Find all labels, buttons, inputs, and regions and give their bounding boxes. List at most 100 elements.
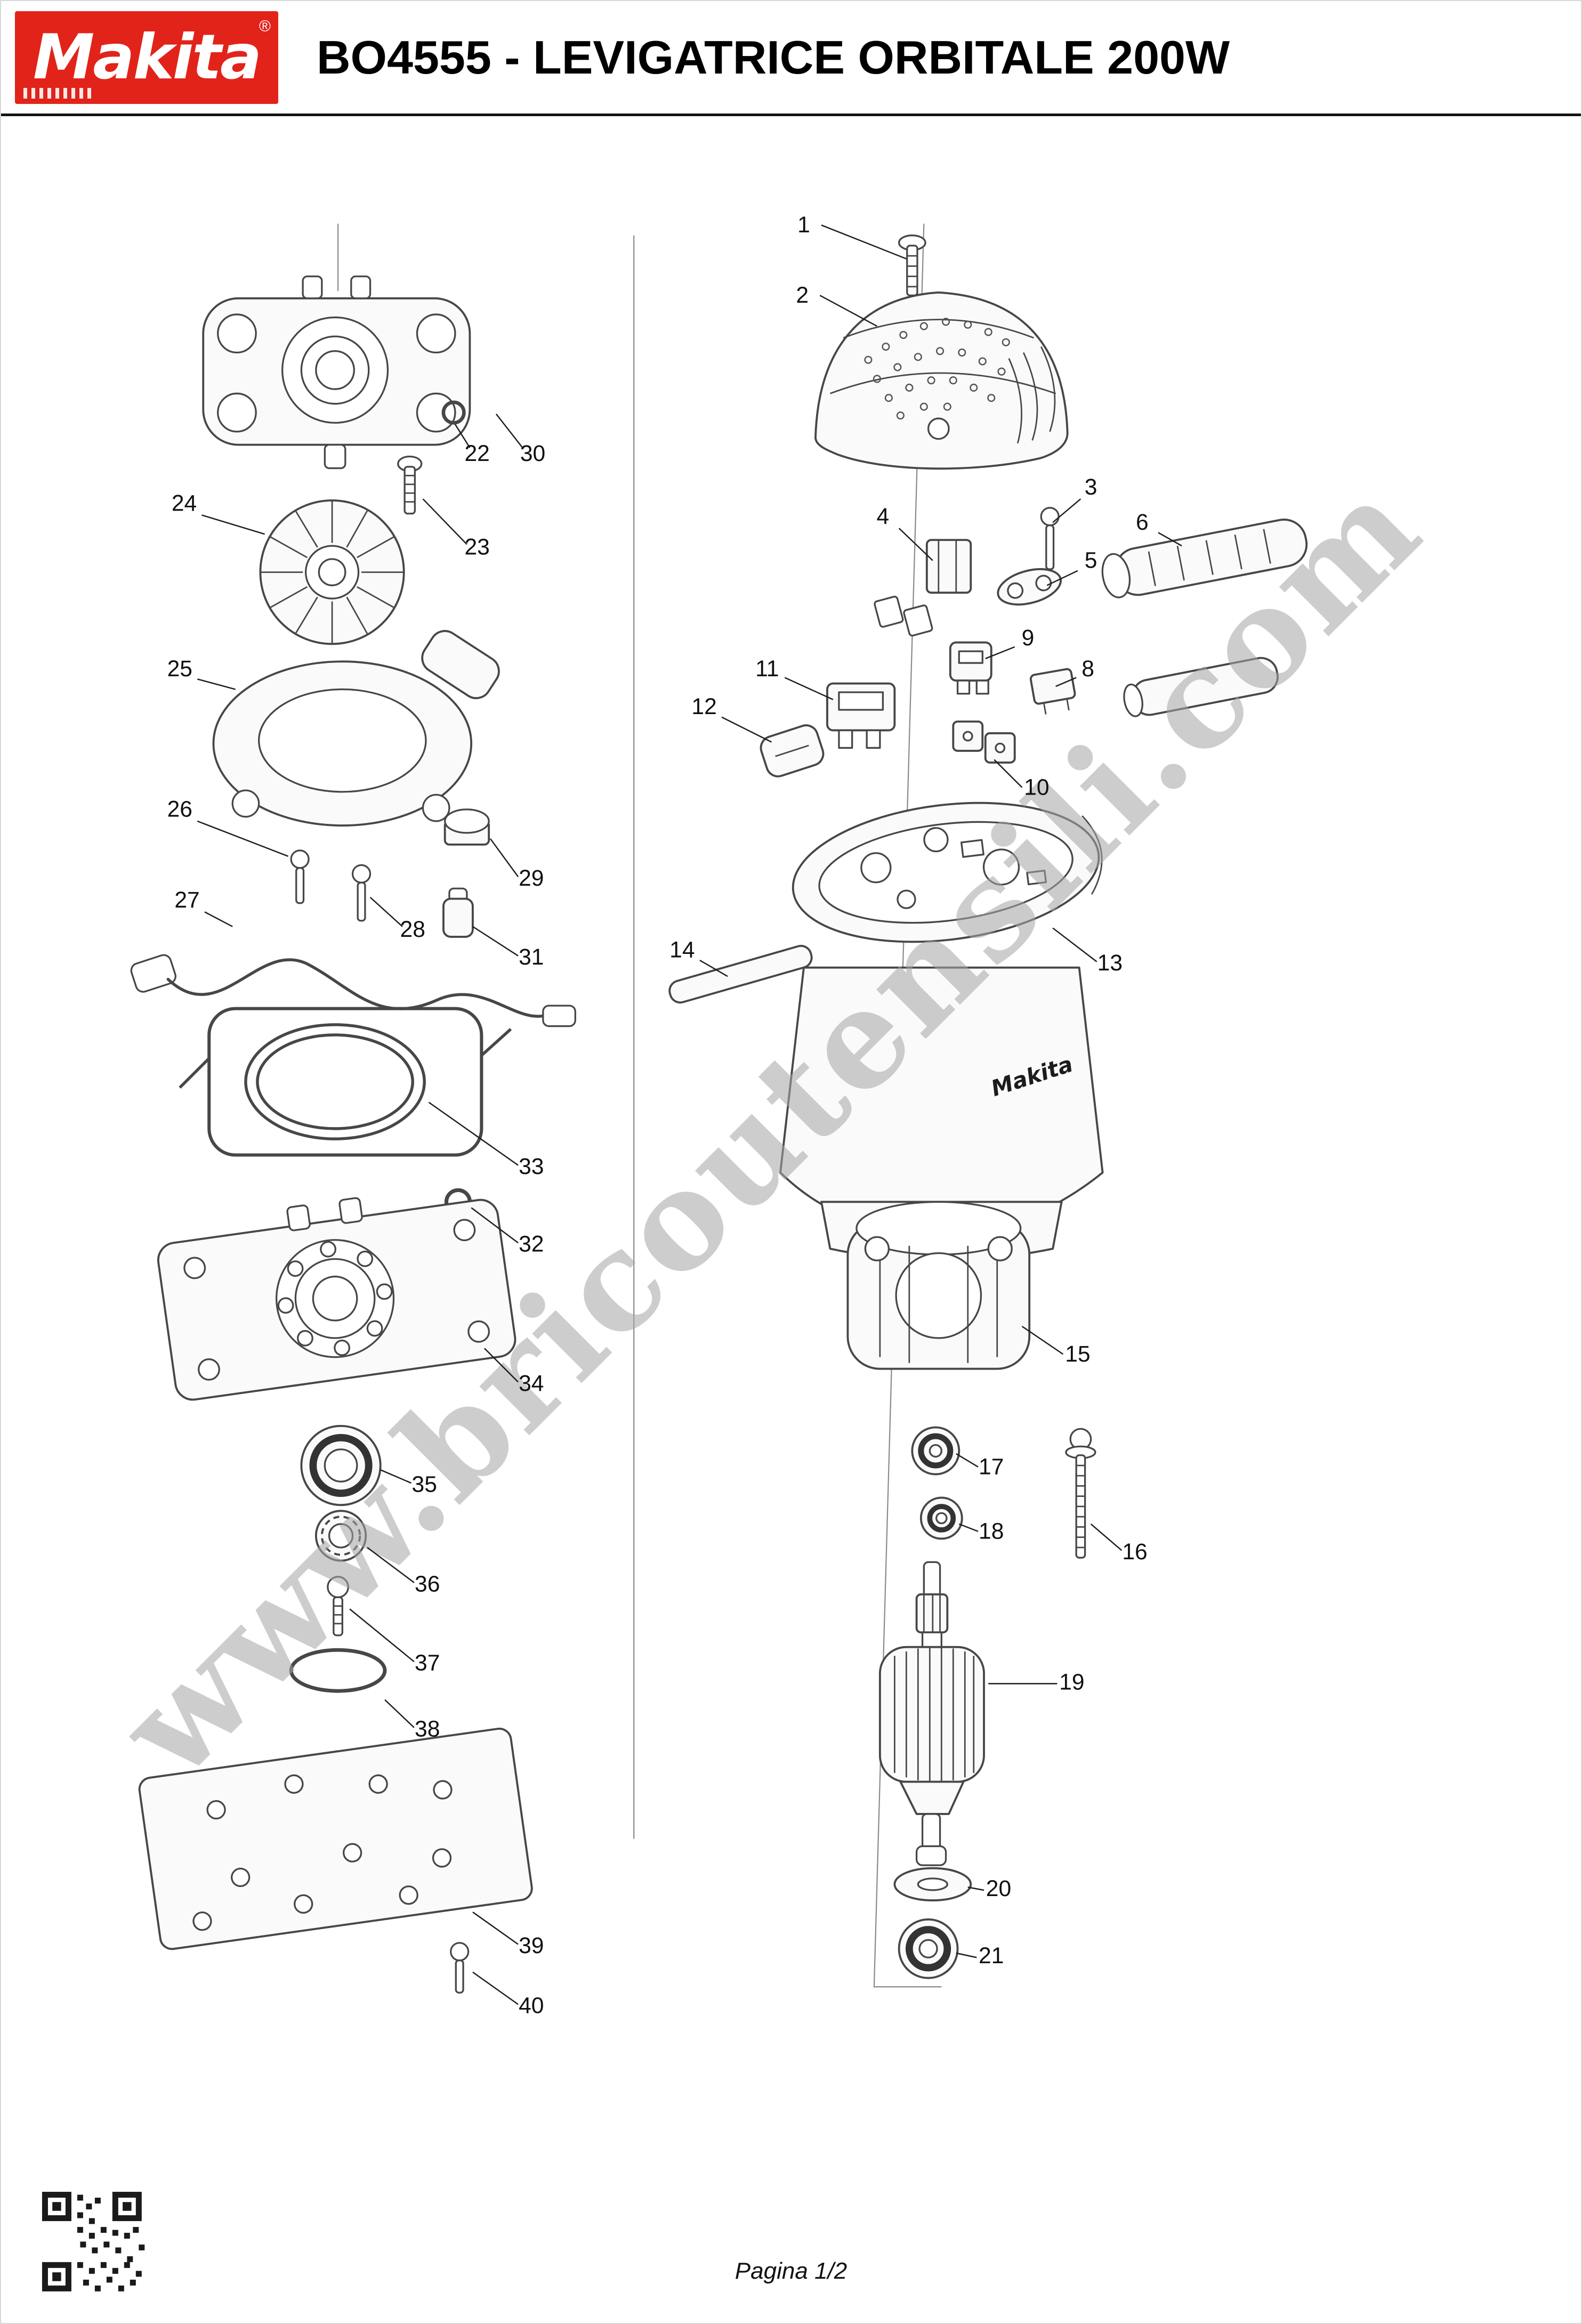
- part-label-6: 6: [1136, 509, 1149, 535]
- leader-line-36: [367, 1546, 415, 1583]
- leader-line-26: [197, 820, 289, 857]
- leader-line-14: [699, 959, 728, 977]
- leader-line-35: [380, 1469, 411, 1484]
- part-label-29: 29: [519, 865, 544, 891]
- part-label-5: 5: [1085, 547, 1097, 573]
- sketch-field-stator: [846, 1201, 1031, 1370]
- leader-line-18: [958, 1523, 979, 1532]
- leader-line-34: [484, 1348, 519, 1383]
- leader-line-17: [956, 1453, 979, 1468]
- leader-line-10: [994, 759, 1023, 788]
- part-label-31: 31: [519, 944, 544, 970]
- leader-line-6: [1158, 532, 1182, 547]
- leader-line-15: [1021, 1325, 1064, 1355]
- part-label-28: 28: [400, 917, 425, 942]
- watermark: www.bricoutensili.com: [89, 447, 1451, 1809]
- leader-line-16: [1090, 1523, 1123, 1551]
- page-title: BO4555 - LEVIGATRICE ORBITALE 200W: [317, 30, 1230, 84]
- part-label-17: 17: [979, 1454, 1004, 1479]
- leader-line-29: [489, 838, 519, 878]
- sketch-fan: [259, 499, 405, 645]
- leader-line-31: [472, 926, 519, 957]
- makita-logo: Makita ®: [15, 11, 278, 104]
- sketch-bearing-upper: [911, 1426, 961, 1476]
- part-label-35: 35: [412, 1471, 437, 1497]
- leader-line-24: [201, 514, 265, 535]
- leader-line-21: [956, 1952, 977, 1958]
- leader-line-32: [471, 1207, 519, 1244]
- qr-code: [42, 2191, 145, 2291]
- sketch-switch: [826, 682, 896, 749]
- part-label-16: 16: [1122, 1539, 1147, 1565]
- sketch-armature: [878, 1561, 985, 1866]
- sketch-screw-top: [898, 234, 926, 296]
- part-label-39: 39: [519, 1933, 544, 1958]
- page-number: Pagina 1/2: [735, 2258, 848, 2284]
- sketch-sanding-pad: [138, 1728, 533, 1950]
- leader-line-30: [495, 414, 523, 448]
- part-label-15: 15: [1065, 1341, 1090, 1367]
- leader-line-2: [819, 295, 877, 327]
- logo-stripes-decoration: [23, 87, 92, 99]
- part-label-14: 14: [669, 937, 695, 962]
- registered-mark: ®: [259, 17, 271, 35]
- part-label-21: 21: [979, 1943, 1004, 1969]
- sketch-wire-harness: [130, 954, 576, 1027]
- leader-line-13: [1052, 927, 1097, 962]
- sketch-screw-pan: [397, 455, 423, 515]
- leader-line-37: [349, 1608, 415, 1663]
- part-label-26: 26: [167, 797, 192, 822]
- sketch-handle-tube: [1123, 657, 1279, 717]
- sketch-terminal-a: [949, 641, 992, 695]
- part-label-2: 2: [796, 282, 809, 308]
- part-label-4: 4: [877, 504, 890, 529]
- leader-line-11: [784, 677, 834, 700]
- sketch-screw-pad: [450, 1942, 470, 1994]
- right-assembly: Makita: [668, 234, 1308, 1979]
- part-label-25: 25: [167, 656, 192, 682]
- leader-line-12: [721, 716, 772, 743]
- part-label-10: 10: [1024, 774, 1049, 800]
- leader-line-38: [384, 1699, 415, 1728]
- part-label-11: 11: [755, 656, 779, 682]
- part-label-13: 13: [1097, 950, 1123, 976]
- sketch-screw-left-a: [290, 849, 310, 904]
- leader-line-8: [1055, 677, 1077, 687]
- leader-line-40: [472, 1971, 519, 2005]
- part-label-34: 34: [519, 1371, 544, 1396]
- part-label-32: 32: [519, 1232, 544, 1257]
- leader-line-4: [898, 528, 933, 561]
- part-label-8: 8: [1081, 656, 1094, 682]
- part-label-37: 37: [415, 1650, 440, 1676]
- part-label-27: 27: [174, 887, 199, 913]
- leader-line-5: [1046, 570, 1078, 586]
- sketch-washer: [893, 1867, 972, 1902]
- leader-line-9: [985, 646, 1015, 659]
- sketch-screw-left-b: [351, 864, 372, 922]
- sketch-slider-knob: [760, 724, 825, 778]
- sketch-frame-ring: [179, 1007, 512, 1157]
- part-label-19: 19: [1059, 1669, 1084, 1695]
- footer: Pagina 1/2: [1, 2258, 1581, 2285]
- leader-line-22: [454, 424, 471, 448]
- sketch-screw-small: [1040, 507, 1060, 570]
- part-label-1: 1: [797, 212, 810, 238]
- sketch-switch-block: [874, 539, 972, 637]
- sketch-oring-large: [289, 1648, 387, 1693]
- part-label-18: 18: [979, 1518, 1004, 1544]
- part-label-40: 40: [519, 1993, 544, 2019]
- sketch-connector: [997, 568, 1062, 606]
- part-label-12: 12: [691, 694, 716, 719]
- leader-line-25: [197, 678, 236, 690]
- sketch-sleeve: [443, 808, 490, 846]
- leader-line-20: [967, 1886, 984, 1891]
- sketch-bearing-mid: [919, 1496, 963, 1540]
- sketch-long-screw: [1065, 1428, 1096, 1559]
- part-label-38: 38: [415, 1716, 440, 1742]
- sketch-capacitor: [1029, 668, 1076, 715]
- part-label-33: 33: [519, 1154, 544, 1179]
- leader-line-28: [369, 896, 403, 927]
- leader-line-1: [821, 224, 907, 260]
- sketch-bearing-flange: [202, 275, 471, 469]
